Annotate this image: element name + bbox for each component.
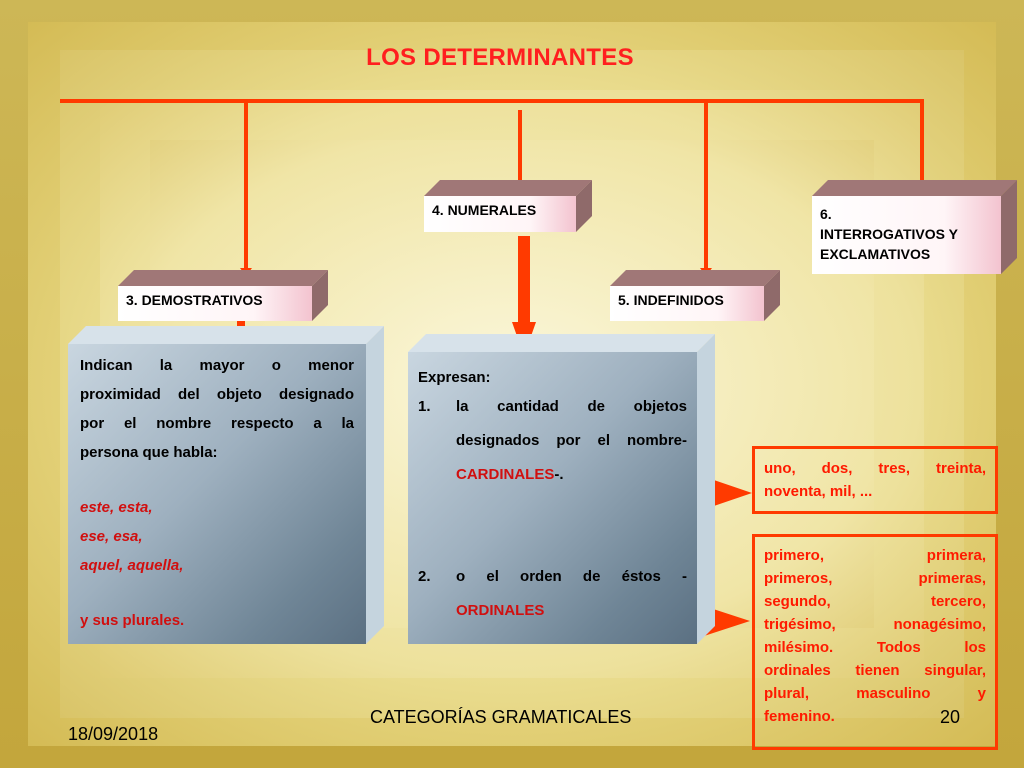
ordinales-examples-line8: femenino. bbox=[764, 708, 835, 725]
demostrativos-text-line2: proximidad del objeto designado bbox=[80, 386, 354, 403]
ordinales-examples-line3: segundo, tercero, bbox=[764, 593, 986, 610]
ordinales-examples-line6: ordinales tienen singular, bbox=[764, 662, 986, 679]
demostrativos-example-1: este, esta, bbox=[80, 499, 153, 516]
cardinales-examples-box: uno, dos, tres, treinta, noventa, mil, .… bbox=[752, 446, 998, 514]
ordinales-examples-line2: primeros, primeras, bbox=[764, 570, 986, 587]
panel-numerales: Expresan: 1. la cantidad de objetos desi… bbox=[408, 334, 715, 644]
numerales-item2-number: 2. bbox=[418, 568, 431, 585]
ordinales-examples-line7: plural, masculino y bbox=[764, 685, 986, 702]
numerales-cardinales-tag: CARDINALES bbox=[456, 466, 555, 483]
interrogativos-label-line2: INTERROGATIVOS Y bbox=[820, 226, 958, 242]
interrogativos-label-line1: 6. bbox=[820, 206, 832, 222]
numerales-ordinales-tag: ORDINALES bbox=[456, 602, 545, 619]
ordinales-examples-box: primero, primera, primeros, primeras, se… bbox=[752, 534, 998, 750]
slide-title: LOS DETERMINANTES bbox=[366, 44, 634, 71]
demostrativos-text-line3: por el nombre respecto a la bbox=[80, 415, 354, 432]
interrogativos-label-line3: EXCLAMATIVOS bbox=[820, 246, 931, 262]
numerales-intro: Expresan: bbox=[418, 369, 491, 386]
footer-page-number: 20 bbox=[940, 707, 961, 727]
numerales-item2-line1: o el orden de éstos - bbox=[456, 568, 687, 585]
numerales-item1-tail: -. bbox=[554, 466, 564, 483]
ordinales-examples-line4: trigésimo, nonagésimo, bbox=[764, 616, 986, 633]
box-demostrativos: 3. DEMOSTRATIVOS bbox=[118, 270, 328, 321]
demostrativos-label: 3. DEMOSTRATIVOS bbox=[126, 292, 263, 308]
footer-title: CATEGORÍAS GRAMATICALES bbox=[370, 707, 632, 727]
ordinales-examples-line1: primero, primera, bbox=[764, 547, 986, 564]
arrow-cardinales-head bbox=[708, 478, 752, 508]
demostrativos-example-3: aquel, aquella, bbox=[80, 557, 184, 574]
demostrativos-text-line4: persona que habla: bbox=[80, 444, 218, 461]
cardinales-examples-line2: noventa, mil, ... bbox=[764, 483, 873, 500]
demostrativos-text-line1: Indican la mayor o menor bbox=[80, 357, 354, 374]
box-indefinidos: 5. INDEFINIDOS bbox=[610, 270, 780, 321]
arrow-numerales-shaft bbox=[518, 236, 530, 326]
footer-date: 18/09/2018 bbox=[68, 724, 159, 744]
ordinales-examples-line5: milésimo. Todos los bbox=[764, 639, 986, 656]
numerales-item1-number: 1. bbox=[418, 398, 431, 415]
indefinidos-label: 5. INDEFINIDOS bbox=[618, 292, 724, 308]
numerales-item1-line1: la cantidad de objetos bbox=[456, 398, 687, 415]
cardinales-examples-line1: uno, dos, tres, treinta, bbox=[764, 460, 986, 477]
numerales-label: 4. NUMERALES bbox=[432, 202, 537, 218]
box-numerales: 4. NUMERALES bbox=[424, 180, 592, 232]
box-interrogativos: 6. INTERROGATIVOS Y EXCLAMATIVOS bbox=[812, 180, 1017, 274]
numerales-item1-line2: designados por el nombre- bbox=[456, 432, 687, 449]
demostrativos-example-2: ese, esa, bbox=[80, 528, 143, 545]
arrow-ordinales-head bbox=[704, 606, 750, 636]
demostrativos-plural-note: y sus plurales. bbox=[80, 612, 185, 629]
panel-demostrativos: Indican la mayor o menor proximidad del … bbox=[68, 326, 384, 644]
